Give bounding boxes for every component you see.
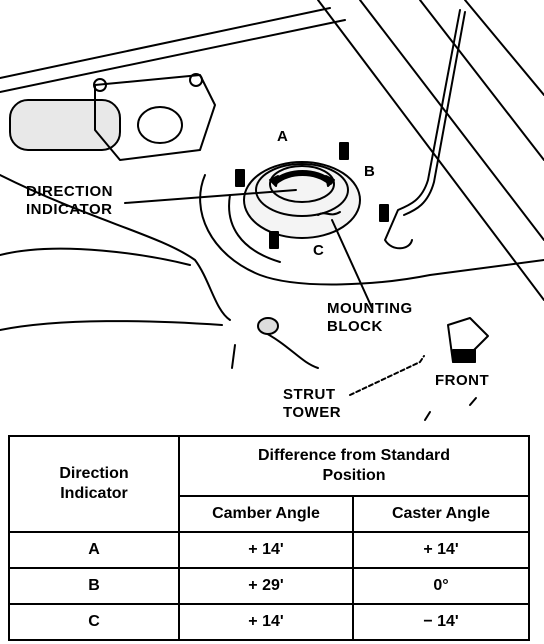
mounting-block-label: MOUNTING BLOCK [327,300,413,335]
camber-cell: + 14' [178,603,354,641]
body-line [0,174,231,321]
adjustment-table: Direction Indicator Difference from Stan… [8,435,531,641]
cowl-line [317,0,544,301]
stud-2 [339,142,349,160]
indicator-cell: A [8,531,180,569]
strut-tower-label: STRUT TOWER [283,386,342,421]
hood-edge-line-2 [0,19,346,93]
wiper-mount [137,106,183,144]
indicator-arrow-right [325,175,335,187]
tick-mark-2 [424,411,431,421]
camber-angle-header: Camber Angle [178,495,354,533]
direction-indicator-header: Direction Indicator [8,435,180,533]
label-c: C [313,242,325,259]
mounting-block-mark [317,211,341,216]
label-b: B [364,163,376,180]
strut-tower-illustration [0,0,544,421]
front-label: FRONT [435,372,490,389]
caster-cell: + 14' [351,531,531,569]
fender-panel-2 [228,194,281,263]
tick-mark [469,397,477,406]
brake-line-2 [403,11,466,216]
cowl-line-2 [359,0,544,241]
camber-cell: + 14' [178,531,354,569]
indicator-cell: C [8,603,180,641]
strut-mount-inner [269,165,335,203]
hood-edge-line [0,7,331,79]
indicator-cell: B [8,567,180,605]
stud-4 [269,231,279,249]
cowl-line-4 [464,0,544,96]
table-row: A + 14' + 14' [8,531,531,569]
strut-mount-ring [255,163,349,217]
strut-tower-leader [349,355,425,396]
difference-header: Difference from Standard Position [177,435,531,497]
brake-line [384,9,461,250]
body-line-5 [259,329,319,369]
bracket-bolt [93,78,107,92]
indicator-arrow-left [269,175,279,187]
front-arrow-base [452,349,476,363]
direction-indicator-label: DIRECTION INDICATOR [26,183,113,218]
body-line-4 [231,344,236,369]
stud [235,169,245,187]
cowl-line-3 [419,0,544,161]
camber-cell: + 29' [178,567,354,605]
caster-angle-header: Caster Angle [351,495,531,533]
body-bolt [257,317,279,335]
body-line-2 [0,247,191,266]
bracket-bolt-2 [189,73,203,87]
body-line-3 [0,320,223,331]
table-row: C + 14' − 14' [8,603,531,641]
stud-3 [379,204,389,222]
fender-panel [199,174,544,286]
caster-cell: − 14' [351,603,531,641]
wiper-motor [9,99,121,151]
table-row: B + 29' 0° [8,567,531,605]
mounting-block-leader [331,219,373,309]
label-a: A [277,128,289,145]
caster-cell: 0° [351,567,531,605]
direction-indicator-leader [124,189,297,204]
